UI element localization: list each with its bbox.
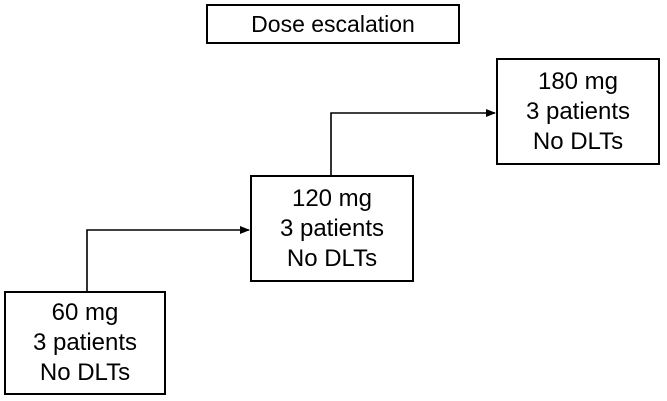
dose-step-60mg: 60 mg 3 patients No DLTs [4,291,166,395]
patients-label: 3 patients [279,214,385,242]
dose-step-120mg: 120 mg 3 patients No DLTs [250,175,414,282]
patients-label: 3 patients [525,97,631,125]
diagram-title: Dose escalation [206,4,460,44]
diagram-title-text: Dose escalation [251,10,415,37]
dose-label: 120 mg [291,184,373,212]
arrow-60-to-120 [86,226,250,291]
result-label: No DLTs [286,244,378,272]
arrow-120-to-180 [330,109,496,175]
dose-step-180mg: 180 mg 3 patients No DLTs [496,58,660,165]
result-label: No DLTs [39,359,131,386]
dose-label: 180 mg [537,67,619,95]
dose-label: 60 mg [51,299,119,326]
result-label: No DLTs [532,127,624,155]
patients-label: 3 patients [32,329,138,356]
